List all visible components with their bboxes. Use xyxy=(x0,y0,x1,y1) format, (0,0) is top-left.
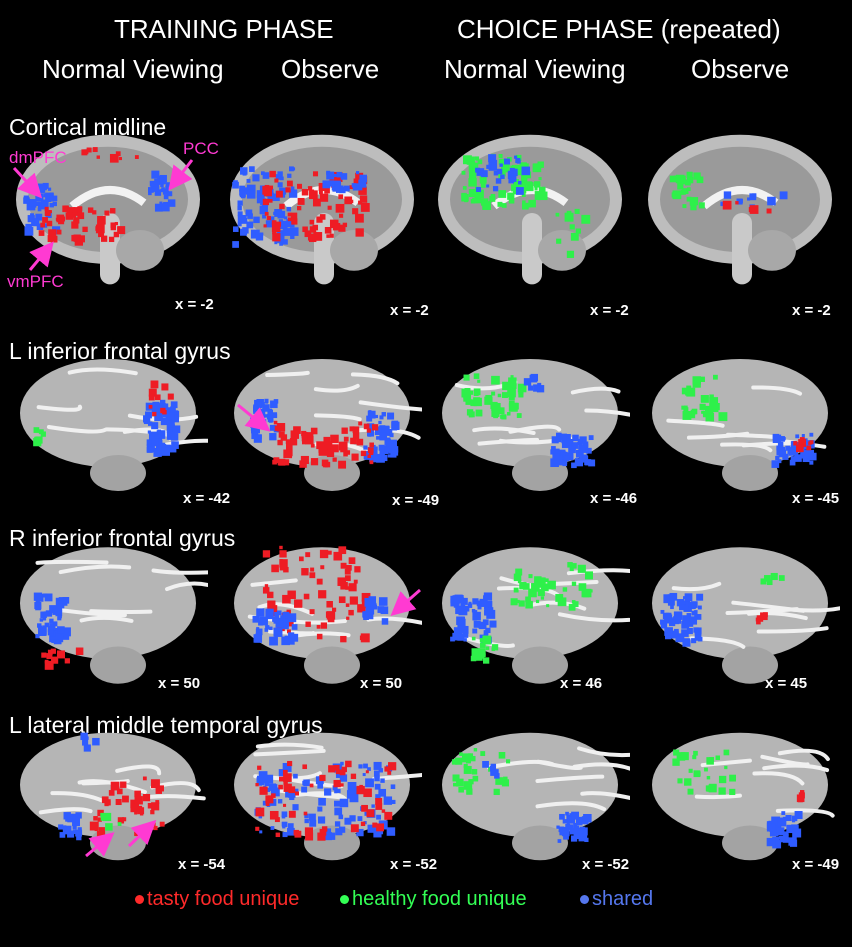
brain-slice-r3-c2 xyxy=(222,538,427,693)
legend-dot-shared xyxy=(580,895,589,905)
slice-coordinate-label: x = -2 xyxy=(175,296,214,313)
annotation-vmpfc: vmPFC xyxy=(7,272,64,291)
brain-slice-r3-c3 xyxy=(430,538,635,693)
legend-label: tasty food unique xyxy=(147,888,300,910)
slice-coordinate-label: x = -49 xyxy=(792,856,840,873)
slice-coordinate-label: x = 45 xyxy=(765,675,808,692)
brain-slice-r1-c4 xyxy=(640,128,845,298)
legend-shared: shared xyxy=(580,888,653,911)
annotation-pcc: PCC xyxy=(183,139,219,158)
legend-dot-healthy xyxy=(340,895,349,905)
brain-slice-r2-c4 xyxy=(640,350,845,500)
condition-label-normal-training: Normal Viewing xyxy=(42,54,224,84)
slice-coordinate-label: x = -52 xyxy=(582,856,630,873)
slice-coordinate-label: x = 50 xyxy=(158,675,201,692)
brain-slice-r4-c2 xyxy=(222,724,427,869)
legend-dot-tasty xyxy=(135,895,144,905)
brain-slice-r4-c4 xyxy=(640,724,845,869)
legend-healthy: healthy food unique xyxy=(340,888,527,911)
condition-label-observe-choice: Observe xyxy=(691,54,790,84)
row-title: Cortical midline xyxy=(9,114,167,140)
condition-label-normal-choice: Normal Viewing xyxy=(444,54,626,84)
slice-coordinate-label: x = -2 xyxy=(792,302,831,319)
brain-slice-r3-c1 xyxy=(8,538,213,693)
legend-label: shared xyxy=(592,888,654,910)
brain-slice-r1-c3 xyxy=(430,128,635,298)
row-title: L lateral middle temporal gyrus xyxy=(9,712,323,738)
training-phase-title: TRAINING PHASE xyxy=(114,14,334,44)
slice-coordinate-label: x = -42 xyxy=(183,490,231,507)
condition-label-observe-training: Observe xyxy=(281,54,380,84)
legend-tasty: tasty food unique xyxy=(135,888,299,911)
brain-slice-r1-c2 xyxy=(222,128,427,298)
choice-phase-title: CHOICE PHASE (repeated) xyxy=(457,14,781,44)
slice-coordinate-label: x = -54 xyxy=(178,856,226,873)
brain-slice-r4-c3 xyxy=(430,724,635,869)
slice-coordinate-label: x = -49 xyxy=(392,492,440,509)
legend-label: healthy food unique xyxy=(352,888,527,910)
slice-coordinate-label: x = -45 xyxy=(792,490,840,507)
brain-slice-r2-c1 xyxy=(8,350,213,500)
brain-slice-r1-c1 xyxy=(8,128,213,298)
slice-coordinate-label: x = 46 xyxy=(560,675,603,692)
brain-slice-r2-c2 xyxy=(222,350,427,500)
slice-coordinate-label: x = -2 xyxy=(590,302,629,319)
annotation-dmpfc: dmPFC xyxy=(9,148,67,167)
slice-coordinate-label: x = -52 xyxy=(390,856,438,873)
brain-slice-r3-c4 xyxy=(640,538,845,693)
row-title: R inferior frontal gyrus xyxy=(9,525,236,551)
slice-coordinate-label: x = -2 xyxy=(390,302,429,319)
brain-slice-r4-c1 xyxy=(8,724,213,869)
slice-coordinate-label: x = -46 xyxy=(590,490,638,507)
brain-slice-r2-c3 xyxy=(430,350,635,500)
slice-coordinate-label: x = 50 xyxy=(360,675,403,692)
